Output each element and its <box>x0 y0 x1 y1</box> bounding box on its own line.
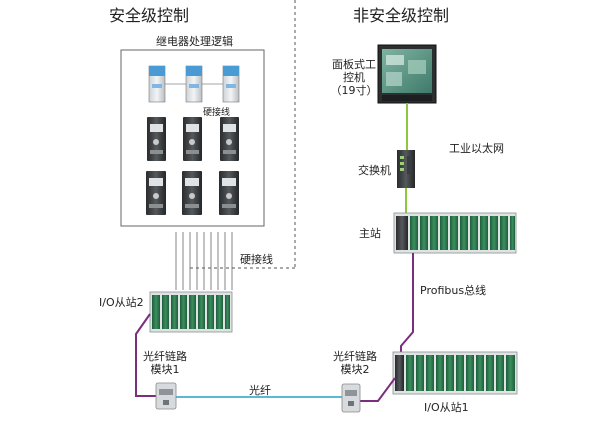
hardwire-bundle <box>175 232 233 290</box>
panel-pc <box>377 44 437 104</box>
panel-pc-label-line3: （19寸） <box>330 84 378 97</box>
relay-module <box>148 65 166 103</box>
fiber-label: 光纤 <box>249 384 271 397</box>
switch-device <box>397 150 415 188</box>
relay-logic-label: 继电器处理逻辑 <box>156 35 233 48</box>
relay-row-top <box>148 65 240 103</box>
safety-section-title: 安全级控制 <box>109 6 190 25</box>
panel-pc-label-line2: 控机 <box>343 71 365 84</box>
switch-label: 交换机 <box>358 164 391 177</box>
relay-row-bottom <box>146 171 239 215</box>
hardwire-inner-label: 硬接线 <box>203 108 231 118</box>
master-label: 主站 <box>359 227 381 240</box>
relay-module <box>182 171 202 215</box>
fiber-module-2 <box>341 383 361 413</box>
fiber-module2-label-line2: 模块2 <box>340 363 370 376</box>
io-slave2-rack <box>149 291 233 333</box>
relay-module <box>222 65 240 103</box>
relay-row-middle <box>147 117 239 161</box>
nonsafety-section-title: 非安全级控制 <box>353 6 450 25</box>
io-slave2-label: I/O从站2 <box>99 296 144 309</box>
relay-module <box>185 65 203 103</box>
io-slave1-rack <box>392 351 518 395</box>
fiber-module1-label-line2: 模块1 <box>150 363 180 376</box>
fiber-module-1 <box>155 382 177 410</box>
relay-module <box>219 171 239 215</box>
relay-module <box>183 117 202 161</box>
panel-pc-label-line1: 面板式工 <box>332 58 376 71</box>
fiber-module2-label: 光纤链路 模块2 <box>328 350 382 376</box>
relay-module <box>146 171 166 215</box>
ethernet-label: 工业以太网 <box>449 142 504 155</box>
panel-pc-label: 面板式工 控机 （19寸） <box>328 58 380 97</box>
relay-module <box>147 117 166 161</box>
fiber-module1-label-line1: 光纤链路 <box>143 350 187 363</box>
master-rack <box>393 212 517 254</box>
relay-module <box>220 117 239 161</box>
profibus-link-right <box>358 377 396 402</box>
hardwire-outer-label: 硬接线 <box>240 253 273 266</box>
profibus-link-left <box>135 313 156 397</box>
profibus-label: Profibus总线 <box>420 284 487 297</box>
fiber-module2-label-line1: 光纤链路 <box>333 350 377 363</box>
io-slave1-label: I/O从站1 <box>424 401 469 414</box>
fiber-module1-label: 光纤链路 模块1 <box>138 350 192 376</box>
